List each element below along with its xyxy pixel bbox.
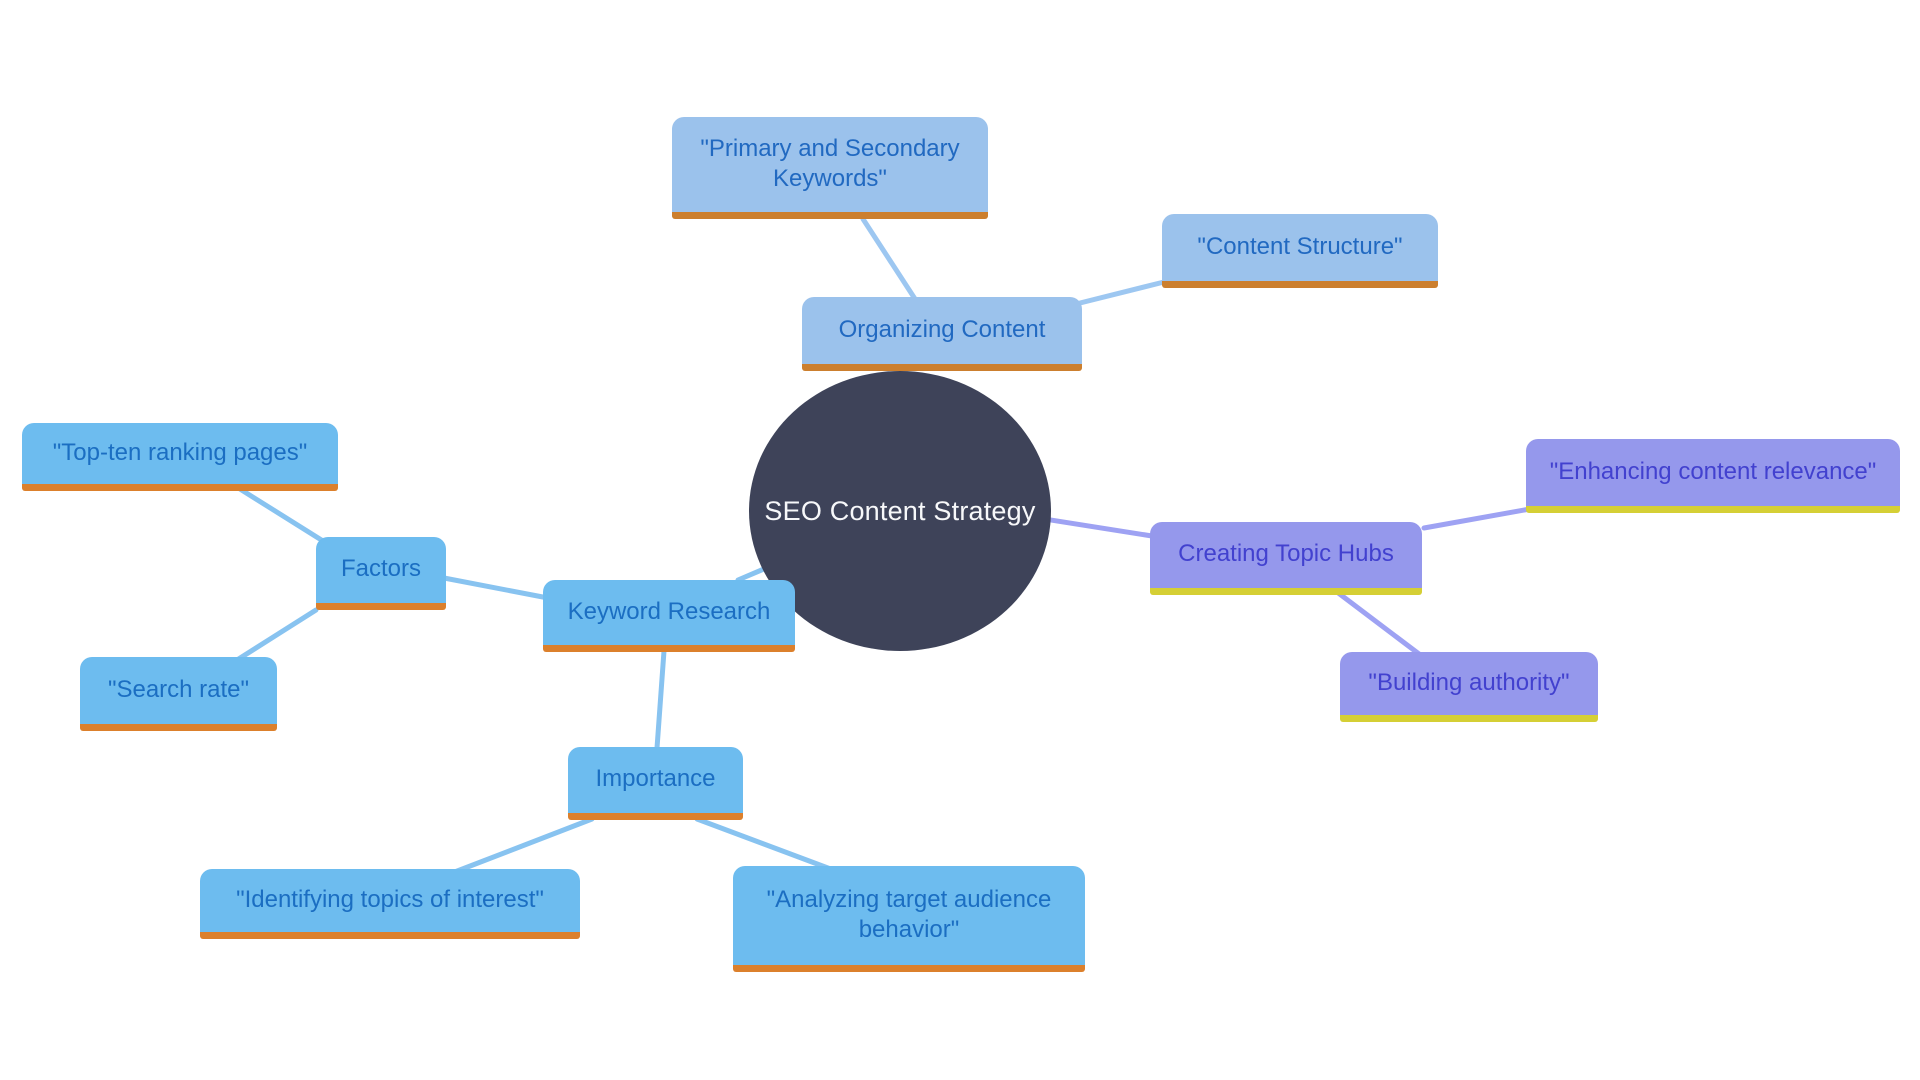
node-search-rate[interactable]: "Search rate" [80, 657, 277, 731]
node-factors[interactable]: Factors [316, 537, 446, 610]
edge-factors--top-ten-ranking-pages [237, 486, 326, 544]
central-topic-label: SEO Content Strategy [764, 495, 1036, 526]
edge-organizing-content--content-structure [1077, 278, 1171, 306]
node-importance[interactable]: Importance [568, 747, 743, 820]
node-keyword-research[interactable]: Keyword Research [543, 580, 795, 652]
node-top-ten-ranking-pages[interactable]: "Top-ten ranking pages" [22, 423, 338, 491]
edge-keyword-research--importance [654, 648, 667, 751]
node-organizing-content[interactable]: Organizing Content [802, 297, 1082, 371]
central-topic-node[interactable]: SEO Content Strategy [749, 371, 1051, 651]
node-enhancing-content-relevance[interactable]: "Enhancing content relevance" [1526, 439, 1900, 513]
edge-factors--search-rate [234, 607, 319, 663]
node-identifying-topics-of-interest[interactable]: "Identifying topics of interest" [200, 869, 580, 939]
node-building-authority[interactable]: "Building authority" [1340, 652, 1598, 722]
edge-organizing-content--primary-and-secondary-keywords [860, 216, 920, 305]
node-creating-topic-hubs[interactable]: Creating Topic Hubs [1150, 522, 1422, 595]
edge-factors--keyword-research [441, 575, 551, 601]
edge-creating-topic-hubs--building-authority [1334, 589, 1434, 666]
node-primary-and-secondary-keywords[interactable]: "Primary and Secondary Keywords" [672, 117, 988, 219]
edge-creating-topic-hubs--enhancing-content-relevance [1421, 506, 1533, 531]
node-content-structure[interactable]: "Content Structure" [1162, 214, 1438, 288]
node-analyzing-target-audience-behavior[interactable]: "Analyzing target audience behavior" [733, 866, 1085, 972]
edge-importance--identifying-topics-of-interest [449, 816, 595, 876]
